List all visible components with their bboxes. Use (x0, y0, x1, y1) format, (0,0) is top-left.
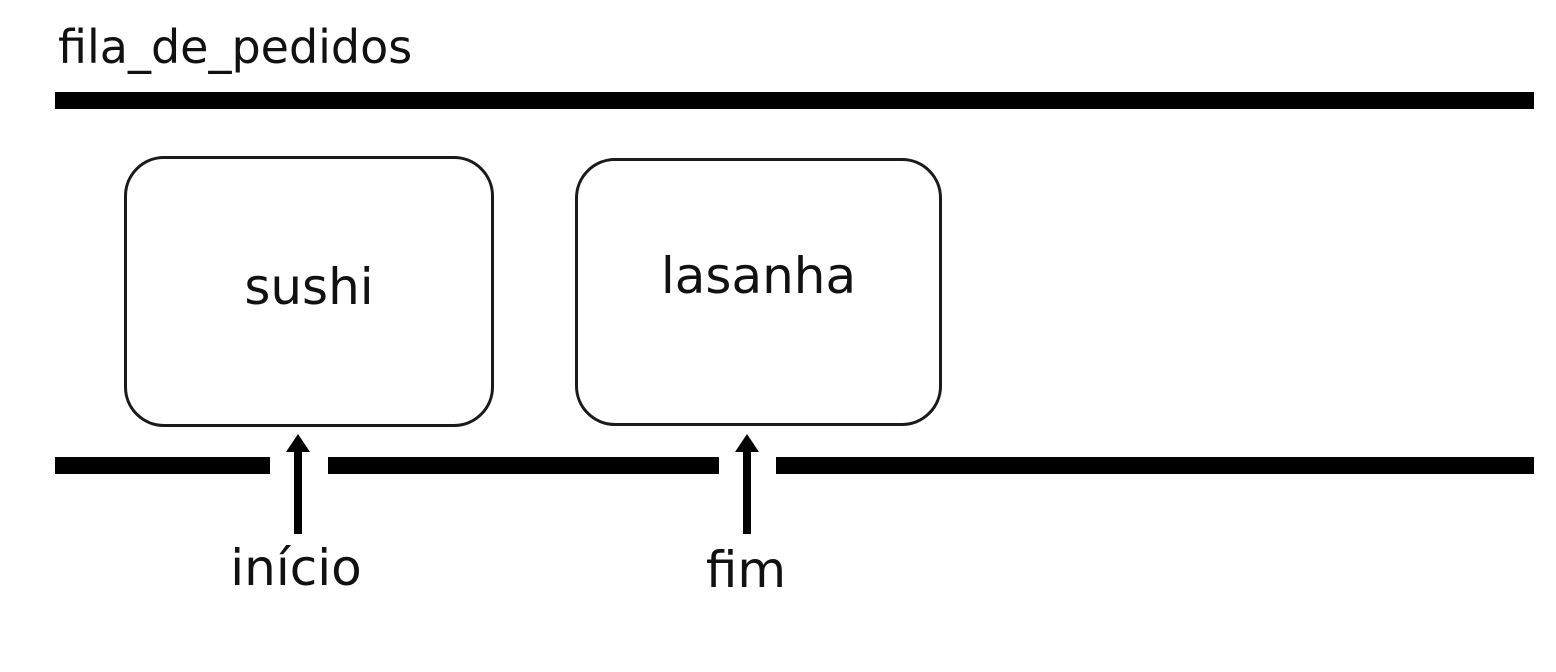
queue-item: sushi (124, 156, 494, 427)
end-pointer-label: fim (705, 541, 787, 599)
start-pointer-label: início (230, 539, 362, 597)
queue-bottom-boundary-segment (328, 457, 719, 474)
queue-item: lasanha (575, 158, 942, 426)
queue-top-boundary (55, 92, 1534, 109)
arrow-up-icon (286, 434, 310, 534)
queue-bottom-boundary-segment (776, 457, 1534, 474)
arrow-up-icon (735, 434, 759, 534)
queue-item-label: lasanha (660, 247, 857, 305)
queue-bottom-boundary-segment (55, 457, 270, 474)
queue-item-label: sushi (244, 257, 374, 316)
queue-title: fila_de_pedidos (58, 20, 413, 74)
